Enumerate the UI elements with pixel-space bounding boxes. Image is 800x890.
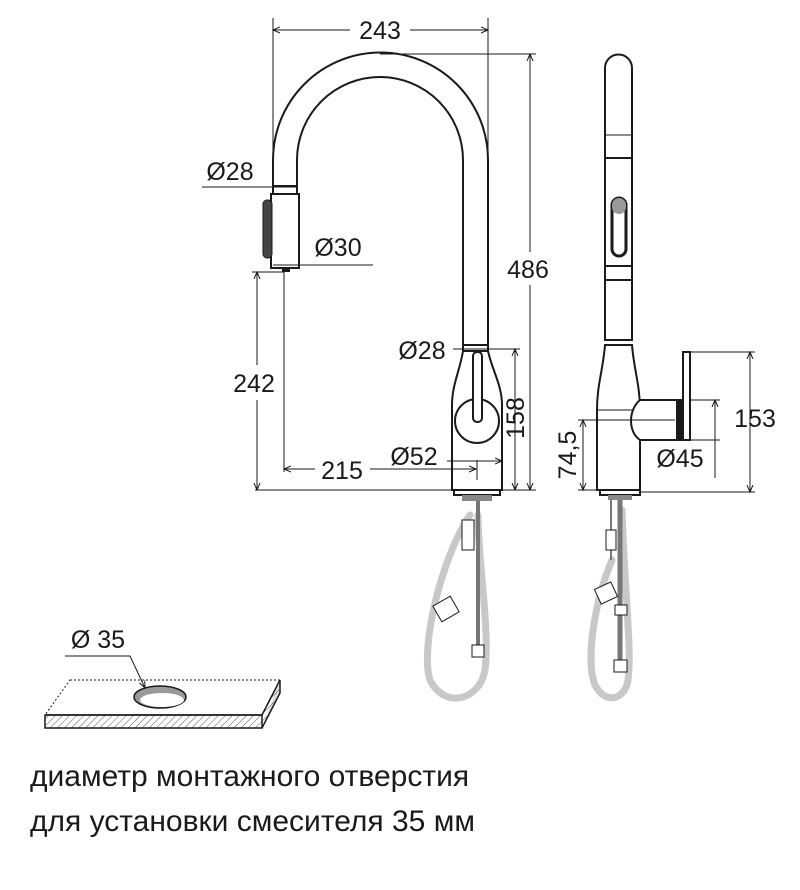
lever-height-dimension: 153 (734, 405, 776, 433)
reach-dimension: 215 (321, 457, 363, 485)
spout-diameter-top-dimension: Ø28 (206, 158, 253, 186)
lever-axis-height-dimension: 74,5 (554, 431, 582, 480)
caption-line-2: для установки смесителя 35 мм (30, 805, 475, 838)
side-view-faucet (596, 53, 691, 500)
height-dimension: 486 (507, 256, 549, 284)
side-view-dimensions: 153 Ø45 74,5 (554, 352, 776, 492)
handshower-diameter-dimension: Ø30 (314, 234, 361, 262)
front-view-dimensions: 243 486 Ø28 Ø30 242 215 Ø52 Ø28 158 (202, 17, 549, 490)
caption-line-1: диаметр монтажного отверстия (30, 760, 470, 793)
body-height-dimension: 158 (502, 397, 530, 439)
front-view-hoses (423, 495, 490, 702)
lever-diameter-dimension: Ø45 (656, 445, 703, 473)
hole-diameter-label: Ø 35 (71, 626, 125, 654)
spout-diameter-bottom-dimension: Ø28 (398, 337, 445, 365)
spout-height-dimension: 242 (233, 370, 275, 398)
body-diameter-dimension: Ø52 (390, 443, 437, 471)
side-view-hoses (587, 495, 633, 701)
width-dimension: 243 (359, 17, 401, 45)
front-view-faucet (262, 51, 503, 501)
countertop-hole-illustration: Ø 35 (44, 626, 281, 729)
